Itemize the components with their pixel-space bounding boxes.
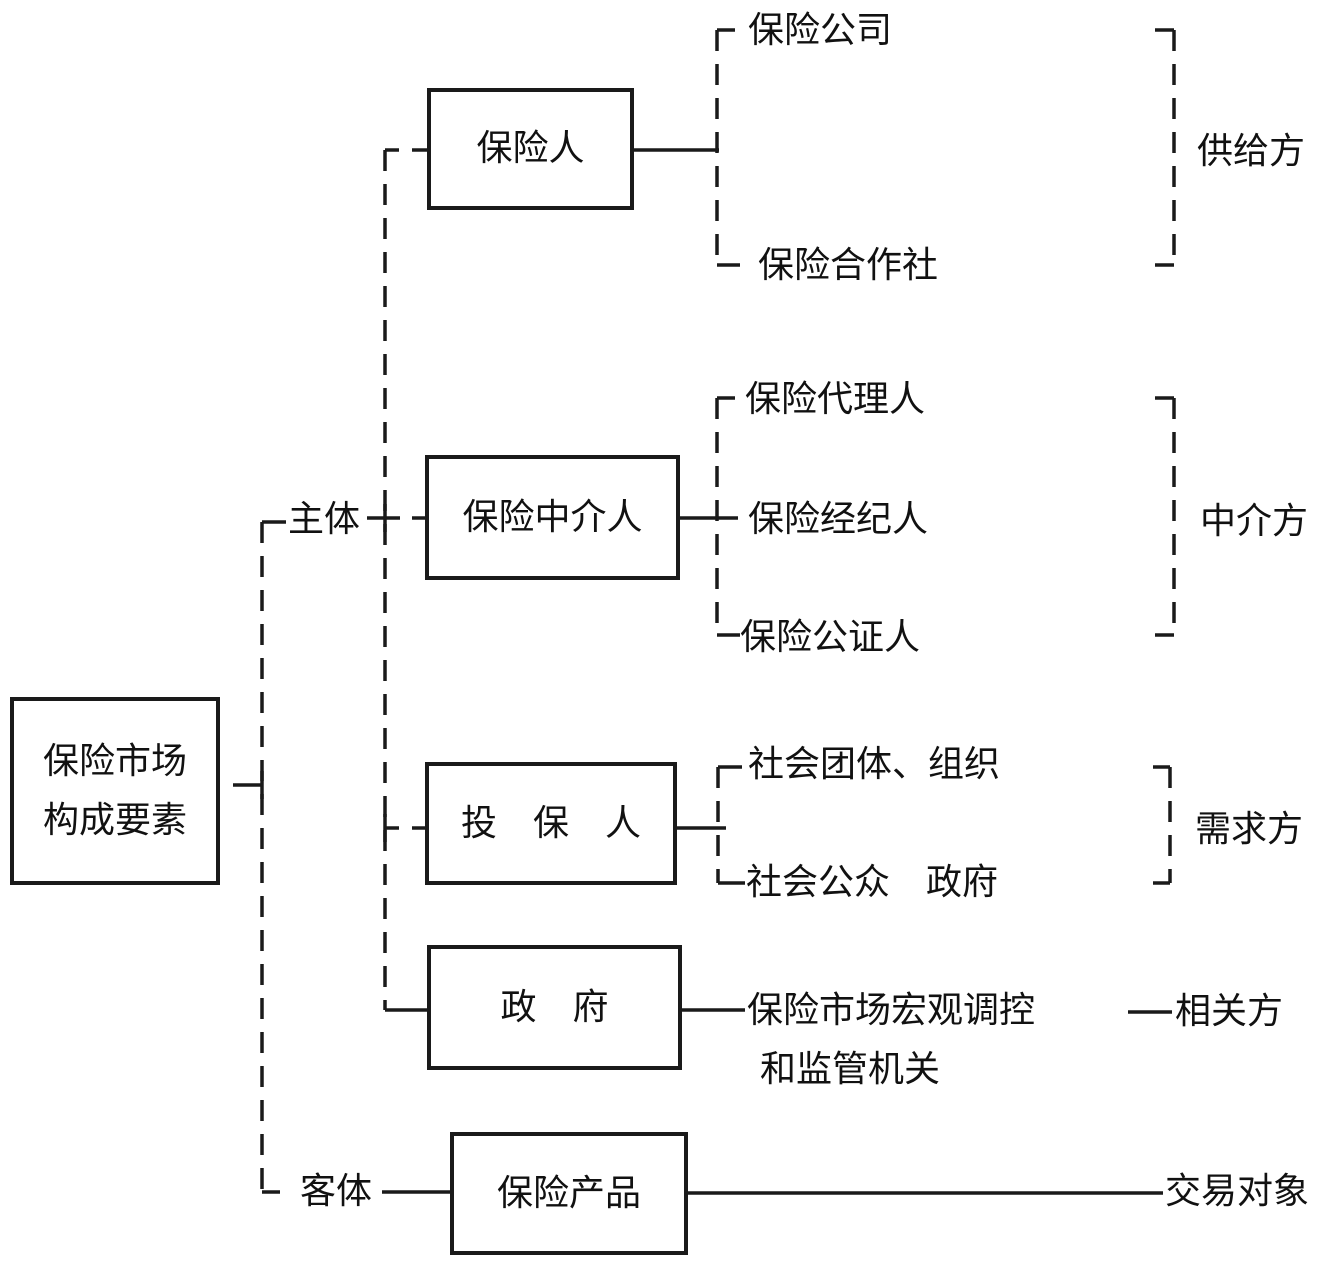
side-label-trade-object: 交易对象 [1165, 1171, 1310, 1211]
government-label: 政 府 [500, 986, 609, 1027]
child-insurance-broker: 保险经纪人 [748, 499, 929, 539]
side-label-supply: 供给方 [1197, 131, 1306, 171]
child-insurance-cooperative: 保险合作社 [758, 245, 939, 285]
child-social-groups: 社会团体、组织 [748, 744, 1001, 784]
side-label-mediator: 中介方 [1200, 501, 1309, 541]
child-regulator-line1: 保险市场宏观调控 [747, 990, 1036, 1030]
product-label: 保险产品 [496, 1172, 641, 1213]
side-label-demand: 需求方 [1195, 809, 1304, 849]
child-social-public-government: 社会公众 政府 [746, 862, 999, 902]
product-box: 保险产品 [450, 1132, 688, 1255]
child-insurance-company: 保险公司 [748, 10, 893, 50]
child-regulator-line2: 和监管机关 [760, 1049, 941, 1089]
policyholder-label: 投 保 人 [460, 802, 641, 843]
policyholder-box: 投 保 人 [425, 762, 677, 885]
child-insurance-notary: 保险公证人 [740, 617, 921, 657]
child-insurance-agent: 保险代理人 [745, 379, 926, 419]
root-box: 保险市场 构成要素 [10, 697, 220, 885]
root-label-line1: 保险市场 [42, 740, 187, 781]
branch-label-object: 客体 [300, 1171, 373, 1211]
side-label-related: 相关方 [1175, 991, 1284, 1031]
branch-label-subject: 主体 [288, 499, 361, 539]
insurer-label: 保险人 [476, 128, 585, 169]
intermediary-label: 保险中介人 [462, 496, 643, 537]
insurer-box: 保险人 [427, 88, 634, 210]
intermediary-box: 保险中介人 [425, 455, 680, 580]
government-box: 政 府 [427, 945, 682, 1070]
root-label-line2: 构成要素 [42, 800, 187, 840]
